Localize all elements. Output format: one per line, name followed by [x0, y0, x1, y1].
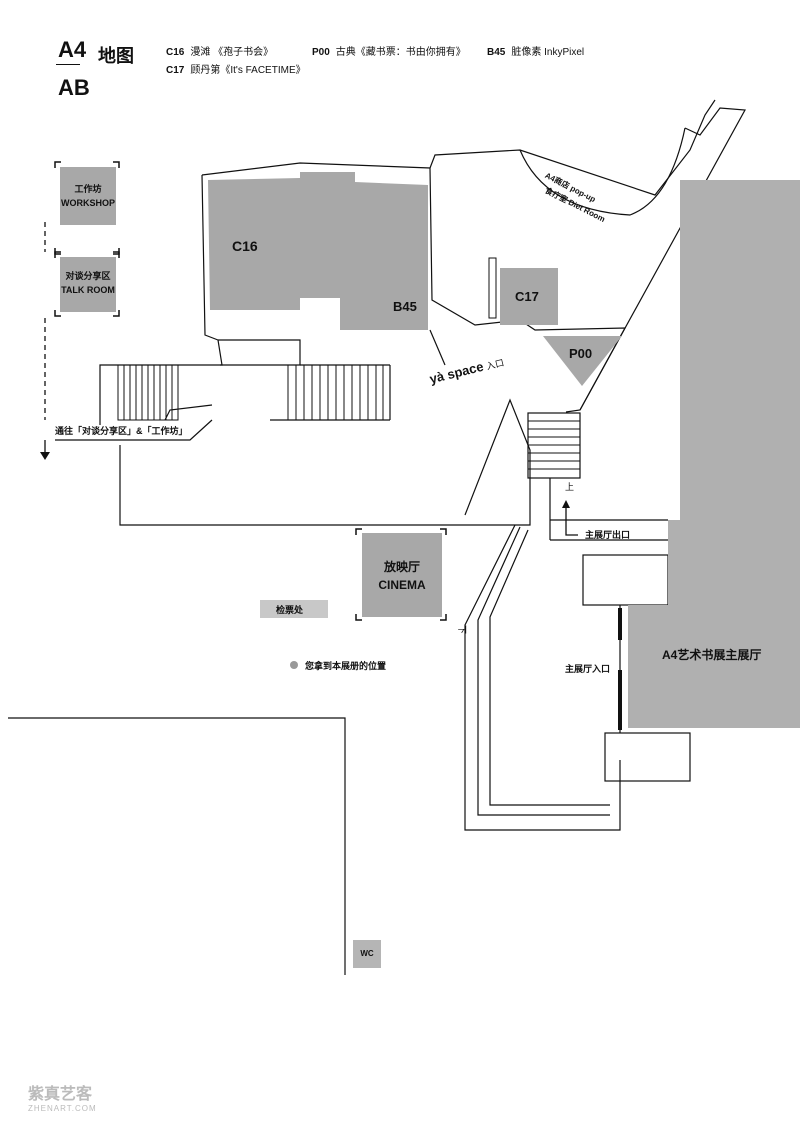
- legend-name: 脏像素 InkyPixel: [511, 47, 585, 58]
- logo-divider: [56, 64, 80, 65]
- wall-line: [429, 329, 446, 366]
- b45-label: B45: [393, 299, 417, 314]
- page-title: 地图: [98, 46, 134, 66]
- stairs-middle: [287, 364, 384, 421]
- talk-room-label-en: TALK ROOM: [61, 285, 115, 295]
- cinema-label: 放映厅 CINEMA: [362, 558, 442, 594]
- wc-room[interactable]: [353, 940, 381, 968]
- talk-room-label: 对谈分享区 TALK ROOM: [58, 269, 118, 297]
- main-hall-label: A4艺术书展主展厅: [662, 648, 762, 662]
- you-are-here-dot: [290, 661, 298, 669]
- legend-b45: B45 脏像素 InkyPixel: [487, 43, 584, 58]
- exit-arrow-icon: [565, 505, 578, 536]
- corridor-wall: [55, 419, 213, 441]
- legend-name: 古典《藏书票：书由你拥有》: [335, 47, 466, 58]
- corner-brackets: [54, 161, 447, 621]
- main-hall-entry-label: 主展厅入口: [565, 664, 611, 674]
- c17-partition: [488, 257, 497, 319]
- legend-code: P00: [312, 47, 330, 58]
- workshop-label-cn: 工作坊: [74, 184, 102, 194]
- c16-left-wall: [99, 174, 223, 425]
- logo-top: A4: [58, 37, 87, 62]
- b45-room[interactable]: [385, 278, 428, 330]
- c17-label: C17: [515, 289, 539, 304]
- legend-name: 顾丹第《It's FACETIME》: [190, 65, 306, 76]
- p00-label: P00: [569, 346, 593, 361]
- main-hall-upper: [745, 180, 800, 520]
- lower-left-wall: [8, 717, 346, 975]
- door-column-top: [582, 554, 669, 606]
- you-are-here-label: 您拿到本展册的位置: [305, 661, 387, 671]
- upper-building-right-wall: [429, 99, 716, 196]
- legend-code: C16: [166, 47, 185, 58]
- legend-p00: P00 古典《藏书票：书由你拥有》: [312, 43, 466, 58]
- c16-room[interactable]: [208, 172, 428, 330]
- legend-code: B45: [487, 47, 506, 58]
- main-hall-exit-label: 主展厅出口: [585, 530, 631, 540]
- c16-bottom-wall: [218, 339, 301, 366]
- door-column-bottom: [604, 732, 691, 782]
- popup-arc: [519, 127, 686, 216]
- legend-name: 漫滩 《孢子书会》: [190, 47, 274, 58]
- watermark-cn: 紫真艺客: [28, 1086, 93, 1103]
- workshop-label-en: WORKSHOP: [61, 198, 115, 208]
- talk-room[interactable]: [60, 257, 116, 312]
- exit-arrow-head: [562, 500, 570, 508]
- corridor-outer: [464, 524, 621, 831]
- c17-room[interactable]: [500, 268, 558, 325]
- workshop-label: 工作坊 WORKSHOP: [58, 182, 118, 210]
- corridor-wall: [164, 404, 213, 421]
- ticket-label: 检票处: [276, 605, 304, 615]
- stairs-left: [117, 364, 179, 421]
- legend-c16: C16 漫滩 《孢子书会》: [166, 43, 273, 58]
- p00-booth[interactable]: [543, 336, 622, 386]
- cinema-label-cn: 放映厅: [383, 560, 420, 574]
- stair-up-label: 上: [565, 482, 575, 492]
- legend-code: C17: [166, 65, 185, 76]
- path-arrow-icon: [40, 452, 50, 460]
- workshop-room[interactable]: [60, 167, 116, 225]
- wc-label: WC: [360, 949, 374, 958]
- logo-bottom: AB: [58, 75, 90, 100]
- c16-label: C16: [232, 238, 258, 254]
- cinema-label-en: CINEMA: [378, 578, 426, 592]
- lower-hall-outline: [119, 398, 531, 526]
- to-workshop-label: 通往「对谈分享区」&「工作坊」: [55, 426, 188, 436]
- corridor-mid: [477, 526, 610, 816]
- watermark-en: ZHENART.COM: [28, 1104, 97, 1113]
- stair-down-label: 下: [457, 624, 468, 635]
- watermark: 紫真艺客 ZHENART.COM: [28, 1080, 97, 1113]
- cinema-room[interactable]: [362, 533, 442, 617]
- talk-room-label-cn: 对谈分享区: [65, 271, 111, 281]
- legend-c17: C17 顾丹第《It's FACETIME》: [166, 61, 306, 76]
- stairs-right-treads: [528, 420, 580, 470]
- ticket-desk[interactable]: [260, 600, 328, 618]
- corridor-inner: [489, 529, 610, 806]
